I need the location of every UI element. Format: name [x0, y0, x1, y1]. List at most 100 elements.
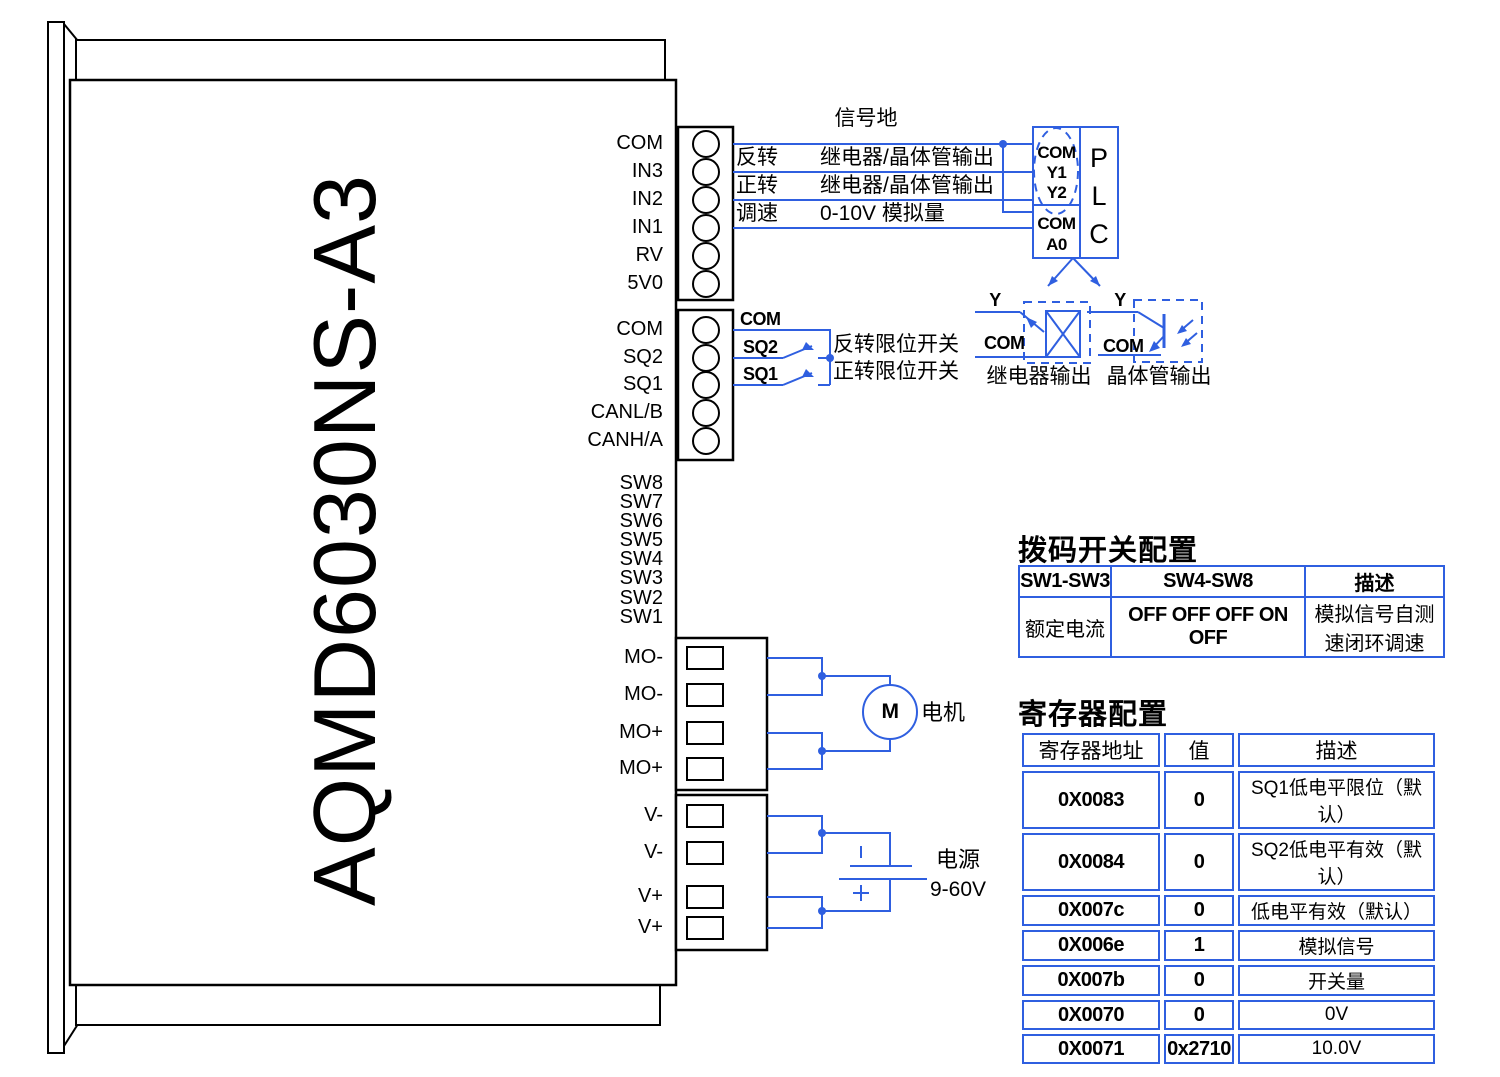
register-row: 0X0083 0 SQ1低电平限位（默认） — [1022, 771, 1435, 829]
plc-letter-c: C — [1089, 219, 1109, 249]
wire-desc-speed: 0-10V 模拟量 — [820, 202, 945, 225]
relay-output-label: 继电器输出 — [986, 365, 1092, 388]
arrow-to-relay-icon — [1048, 276, 1058, 286]
register-row: 0X006e 1 模拟信号 — [1022, 930, 1435, 961]
plc-pin-y2: Y2 — [1046, 183, 1067, 202]
terminal-label-sw2: SW2 — [619, 587, 663, 609]
dip-cell-current: 额定电流 — [1018, 596, 1112, 658]
reverse-limit-switch-label: 反转限位开关 — [833, 333, 959, 356]
terminal-label-com2: COM — [616, 318, 663, 340]
plc-pin-com-out: COM — [1037, 143, 1076, 162]
terminal-label-in2: IN2 — [631, 188, 663, 210]
terminal-label-mo-plus-2: MO+ — [619, 757, 663, 779]
terminal-label-sw7: SW7 — [619, 491, 663, 513]
forward-limit-switch-label: 正转限位开关 — [833, 360, 959, 383]
signal-ground-label: 信号地 — [834, 107, 898, 130]
signal-wires — [733, 140, 1033, 229]
plc-pin-com-a: COM — [1037, 214, 1076, 233]
dip-cell-desc-line1: 模拟信号自测 — [1314, 604, 1435, 626]
motor-symbol — [862, 684, 918, 740]
dip-cell-desc-line2: 速闭环调速 — [1324, 633, 1425, 655]
relay-com-label: COM — [984, 333, 1025, 353]
plc-box — [1032, 126, 1119, 287]
terminal-label-in3: IN3 — [631, 160, 663, 182]
register-row: 0X007c 0 低电平有效（默认） — [1022, 895, 1435, 926]
terminal-label-sw4: SW4 — [619, 548, 663, 570]
register-table-title: 寄存器配置 — [1018, 699, 1169, 731]
transistor-output-label: 晶体管输出 — [1106, 365, 1212, 388]
wire-label-speed: 调速 — [736, 202, 778, 225]
terminal-label-v-plus-1: V+ — [637, 885, 663, 907]
terminal-label-in1: IN1 — [631, 216, 663, 238]
terminal-label-v-minus-1: V- — [644, 804, 663, 826]
relay-y-label: Y — [989, 290, 1001, 310]
dip-table-title: 拨码开关配置 — [1018, 535, 1199, 567]
plc-letter-p: P — [1089, 143, 1108, 173]
terminal-label-com: COM — [616, 132, 663, 154]
power-supply-range: 9-60V — [930, 878, 987, 901]
transistor-emitter-arrow-icon — [1149, 341, 1160, 352]
terminal-label-mo-minus-1: MO- — [624, 646, 663, 668]
terminal-label-sw8: SW8 — [619, 472, 663, 494]
terminal-label-sw1: SW1 — [619, 606, 663, 628]
register-row: 0X0070 0 0V — [1022, 1000, 1435, 1030]
relay-coil — [1045, 310, 1081, 358]
terminal-label-mo-plus-1: MO+ — [619, 721, 663, 743]
power-wiring — [767, 815, 927, 929]
transistor-y-label: Y — [1114, 290, 1126, 310]
transistor-com-label: COM — [1103, 336, 1144, 356]
terminal-label-v-minus-2: V- — [644, 841, 663, 863]
register-row: 0X0084 0 SQ2低电平有效（默认） — [1022, 833, 1435, 891]
transistor-output-symbol — [1087, 299, 1203, 363]
terminal-block-signal — [676, 125, 735, 302]
reg-header-address: 寄存器地址 — [1022, 733, 1160, 767]
limit-wire-com-label: COM — [740, 309, 781, 329]
terminal-label-mo-minus-2: MO- — [624, 683, 663, 705]
limit-wire-sq1-label: SQ1 — [743, 364, 778, 384]
plc-pin-y1: Y1 — [1046, 163, 1067, 182]
arrow-to-transistor-icon — [1090, 276, 1100, 286]
dip-cell-switches: OFF OFF OFF ON OFF — [1110, 596, 1306, 658]
relay-contact-arrow-icon — [1026, 317, 1037, 328]
terminal-label-v-plus-2: V+ — [637, 916, 663, 938]
device-outline — [47, 21, 678, 1054]
plc-letter-l: L — [1091, 181, 1107, 211]
power-supply-label: 电源 — [936, 847, 981, 872]
terminal-label-sw3: SW3 — [619, 567, 663, 589]
motor-wiring — [767, 657, 918, 770]
wire-label-forward: 正转 — [736, 174, 778, 197]
relay-output-symbol — [975, 301, 1091, 364]
terminal-label-sw6: SW6 — [619, 510, 663, 532]
sq2-switch-arrow-icon — [802, 342, 814, 350]
terminal-block-power — [674, 793, 769, 952]
dip-header-desc: 描述 — [1304, 565, 1445, 598]
wire-desc-forward: 继电器/晶体管输出 — [820, 174, 994, 197]
limit-wire-sq2-label: SQ2 — [743, 337, 778, 357]
plc-pin-a0: A0 — [1046, 235, 1067, 254]
terminal-label-sq2: SQ2 — [622, 346, 663, 368]
reg-header-desc: 描述 — [1238, 733, 1435, 767]
terminal-block-switch-can — [676, 308, 735, 462]
register-row: 0X007b 0 开关量 — [1022, 965, 1435, 996]
dip-header-sw4-sw8: SW4-SW8 — [1110, 565, 1306, 598]
photo-arrow-icon — [1181, 338, 1191, 347]
dip-cell-desc: 模拟信号自测 速闭环调速 — [1304, 596, 1445, 658]
register-row: 0X0071 0x2710 10.0V — [1022, 1034, 1435, 1064]
terminal-label-sw5: SW5 — [619, 529, 663, 551]
photo-arrow-icon — [1177, 325, 1187, 334]
wire-desc-reverse: 继电器/晶体管输出 — [820, 146, 994, 169]
terminal-label-sq1: SQ1 — [622, 373, 663, 395]
wire-label-reverse: 反转 — [736, 146, 778, 169]
plc-output-group-ellipse — [1033, 127, 1079, 215]
battery-plus-icon — [853, 885, 869, 901]
motor-m-symbol: M — [881, 700, 900, 723]
terminal-block-motor — [674, 636, 769, 792]
register-table: 寄存器地址 值 描述 0X0083 0 SQ1低电平限位（默认） 0X0084 … — [1018, 729, 1439, 1068]
terminal-label-5v0: 5V0 — [627, 272, 663, 294]
device-model: AQMD6030NS-A3 — [295, 174, 394, 906]
motor-label: 电机 — [921, 700, 966, 725]
terminal-label-canh: CANH/A — [587, 429, 663, 451]
terminal-label-canl: CANL/B — [590, 401, 663, 423]
